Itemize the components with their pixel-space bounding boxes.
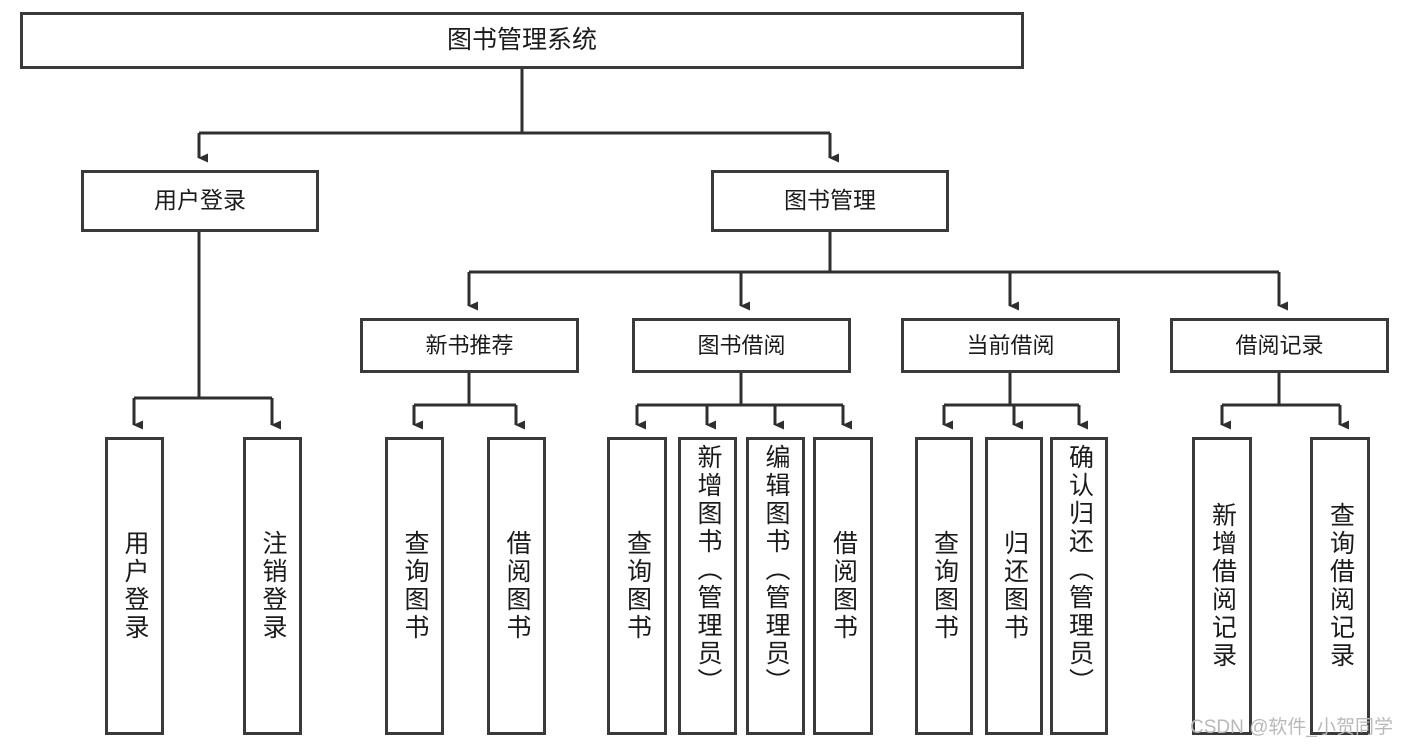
leaf-logout[interactable]: 注销登录	[243, 437, 302, 735]
leaf-add-borrow-record[interactable]: 新增借阅记录	[1192, 437, 1252, 735]
node-root-system[interactable]: 图书管理系统	[20, 12, 1024, 69]
leaf-borrow-books-rec[interactable]: 借阅图书	[487, 437, 546, 735]
node-new-book-recommendation[interactable]: 新书推荐	[360, 318, 579, 373]
leaf-borrow-books[interactable]: 借阅图书	[813, 437, 873, 735]
node-label: 当前借阅	[966, 332, 1055, 358]
leaf-add-book-admin[interactable]: 新增图书（管理员）	[678, 437, 737, 735]
leaf-confirm-return-admin[interactable]: 确认归还（管理员）	[1050, 437, 1108, 735]
node-label: 查询图书	[623, 530, 652, 642]
node-label: 图书管理	[784, 187, 876, 214]
leaf-edit-book-admin[interactable]: 编辑图书（管理员）	[746, 437, 805, 735]
node-label: 查询图书	[930, 530, 959, 642]
node-label: 新增借阅记录	[1208, 502, 1237, 670]
node-label: 编辑图书（管理员）	[762, 444, 790, 696]
node-label: 查询借阅记录	[1326, 502, 1355, 670]
node-label: 用户登录	[154, 187, 246, 214]
node-label: 图书管理系统	[446, 25, 597, 54]
leaf-query-borrow-record[interactable]: 查询借阅记录	[1310, 437, 1370, 735]
leaf-query-books-current[interactable]: 查询图书	[915, 437, 973, 735]
node-borrowing-record[interactable]: 借阅记录	[1170, 318, 1389, 373]
node-user-login[interactable]: 用户登录	[81, 170, 319, 232]
node-label: 查询图书	[401, 530, 429, 642]
leaf-query-books-rec[interactable]: 查询图书	[385, 437, 444, 735]
node-label: 图书借阅	[697, 332, 786, 358]
node-label: 新书推荐	[425, 332, 514, 358]
node-book-borrowing[interactable]: 图书借阅	[632, 318, 851, 373]
node-current-borrowing[interactable]: 当前借阅	[901, 318, 1120, 373]
node-label: 借阅记录	[1235, 332, 1324, 358]
node-book-management[interactable]: 图书管理	[711, 170, 949, 232]
node-label: 用户登录	[121, 530, 149, 642]
leaf-query-books-borrow[interactable]: 查询图书	[607, 437, 667, 735]
node-label: 归还图书	[1000, 530, 1029, 642]
leaf-user-login[interactable]: 用户登录	[105, 437, 164, 735]
node-label: 注销登录	[259, 530, 287, 642]
node-label: 确认归还（管理员）	[1065, 444, 1094, 696]
node-label: 借阅图书	[829, 530, 858, 642]
leaf-return-books[interactable]: 归还图书	[985, 437, 1043, 735]
node-label: 借阅图书	[503, 530, 531, 642]
node-label: 新增图书（管理员）	[694, 444, 722, 696]
